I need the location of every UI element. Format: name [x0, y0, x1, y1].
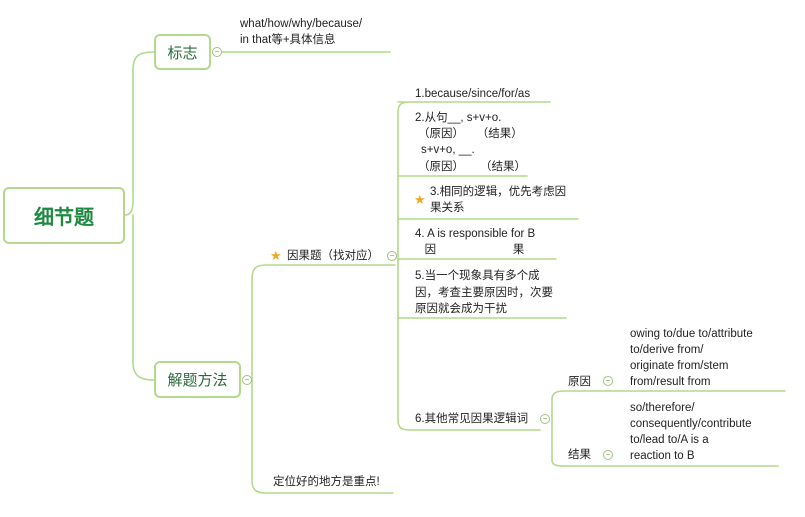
- item-3-line1: 3.相同的逻辑，优先考虑因: [430, 186, 567, 198]
- item-2-line1: 2.从句__, s+v+o.: [415, 112, 502, 124]
- collapse-icon[interactable]: [387, 251, 397, 261]
- cause-effect-label[interactable]: 因果题（找对应）: [287, 250, 379, 262]
- sign-note-line2: in that等+具体信息: [240, 34, 336, 46]
- cause-words-line2: to/derive from/: [630, 344, 704, 356]
- connector-other-words-effect: [551, 419, 779, 467]
- item-4-line2: 因 果: [415, 244, 525, 256]
- effect-words-line4: reaction to B: [630, 450, 695, 462]
- star-icon: ★: [414, 192, 426, 207]
- cause-words-label[interactable]: 原因: [568, 376, 591, 388]
- root-node[interactable]: 细节题: [3, 187, 125, 244]
- cause-words-line4: from/result from: [630, 376, 711, 388]
- sign-label: 标志: [167, 44, 198, 62]
- connector-cause-item6: [397, 254, 541, 431]
- item-2-line2: （原因） （结果）: [418, 128, 523, 140]
- item-1-line: 1.because/since/for/as: [415, 88, 531, 100]
- collapse-icon[interactable]: [603, 376, 613, 386]
- sign-node[interactable]: 标志: [154, 34, 211, 70]
- effect-words-line1: so/therefore/: [630, 402, 695, 414]
- item-5-line3: 原因就会成为干扰: [415, 303, 507, 315]
- effect-words-line2: consequently/contribute: [630, 418, 752, 430]
- connector-method-tip: [251, 379, 394, 494]
- collapse-icon[interactable]: [212, 47, 222, 57]
- collapse-icon[interactable]: [540, 414, 550, 424]
- item-3-line2: 果关系: [430, 202, 465, 214]
- method-label: 解题方法: [167, 372, 228, 389]
- collapse-icon[interactable]: [242, 375, 252, 385]
- connector-other-words: [551, 390, 786, 421]
- cause-words-line3: originate from/stem: [630, 360, 729, 372]
- root-label: 细节题: [34, 207, 94, 229]
- sign-note-line1: what/how/why/because/: [240, 18, 363, 30]
- item-5-line2: 因，考查主要原因时，次要: [415, 287, 553, 299]
- item-2-line4: （原因） （结果）: [418, 161, 526, 173]
- cause-words-line1: owing to/due to/attribute: [630, 328, 753, 340]
- effect-words-label[interactable]: 结果: [568, 449, 591, 461]
- item-6-line[interactable]: 6.其他常见因果逻辑词: [415, 413, 529, 425]
- connector-root-trunk: [124, 51, 155, 216]
- item-4-line1: 4. A is responsible for B: [415, 228, 536, 240]
- effect-words-line3: to/lead to/A is a: [630, 434, 709, 446]
- tip-text: 定位好的地方是重点!: [273, 476, 380, 488]
- item-2-line3: s+v+o, __.: [421, 144, 475, 156]
- star-icon: ★: [270, 248, 282, 263]
- method-node[interactable]: 解题方法: [154, 361, 241, 398]
- item-5-line1: 5.当一个现象具有多个成: [415, 270, 540, 282]
- connector-method-trunk: [251, 264, 396, 381]
- connector-root-method: [132, 214, 155, 381]
- collapse-icon[interactable]: [603, 450, 613, 460]
- connector-cause-trunk: [397, 101, 551, 256]
